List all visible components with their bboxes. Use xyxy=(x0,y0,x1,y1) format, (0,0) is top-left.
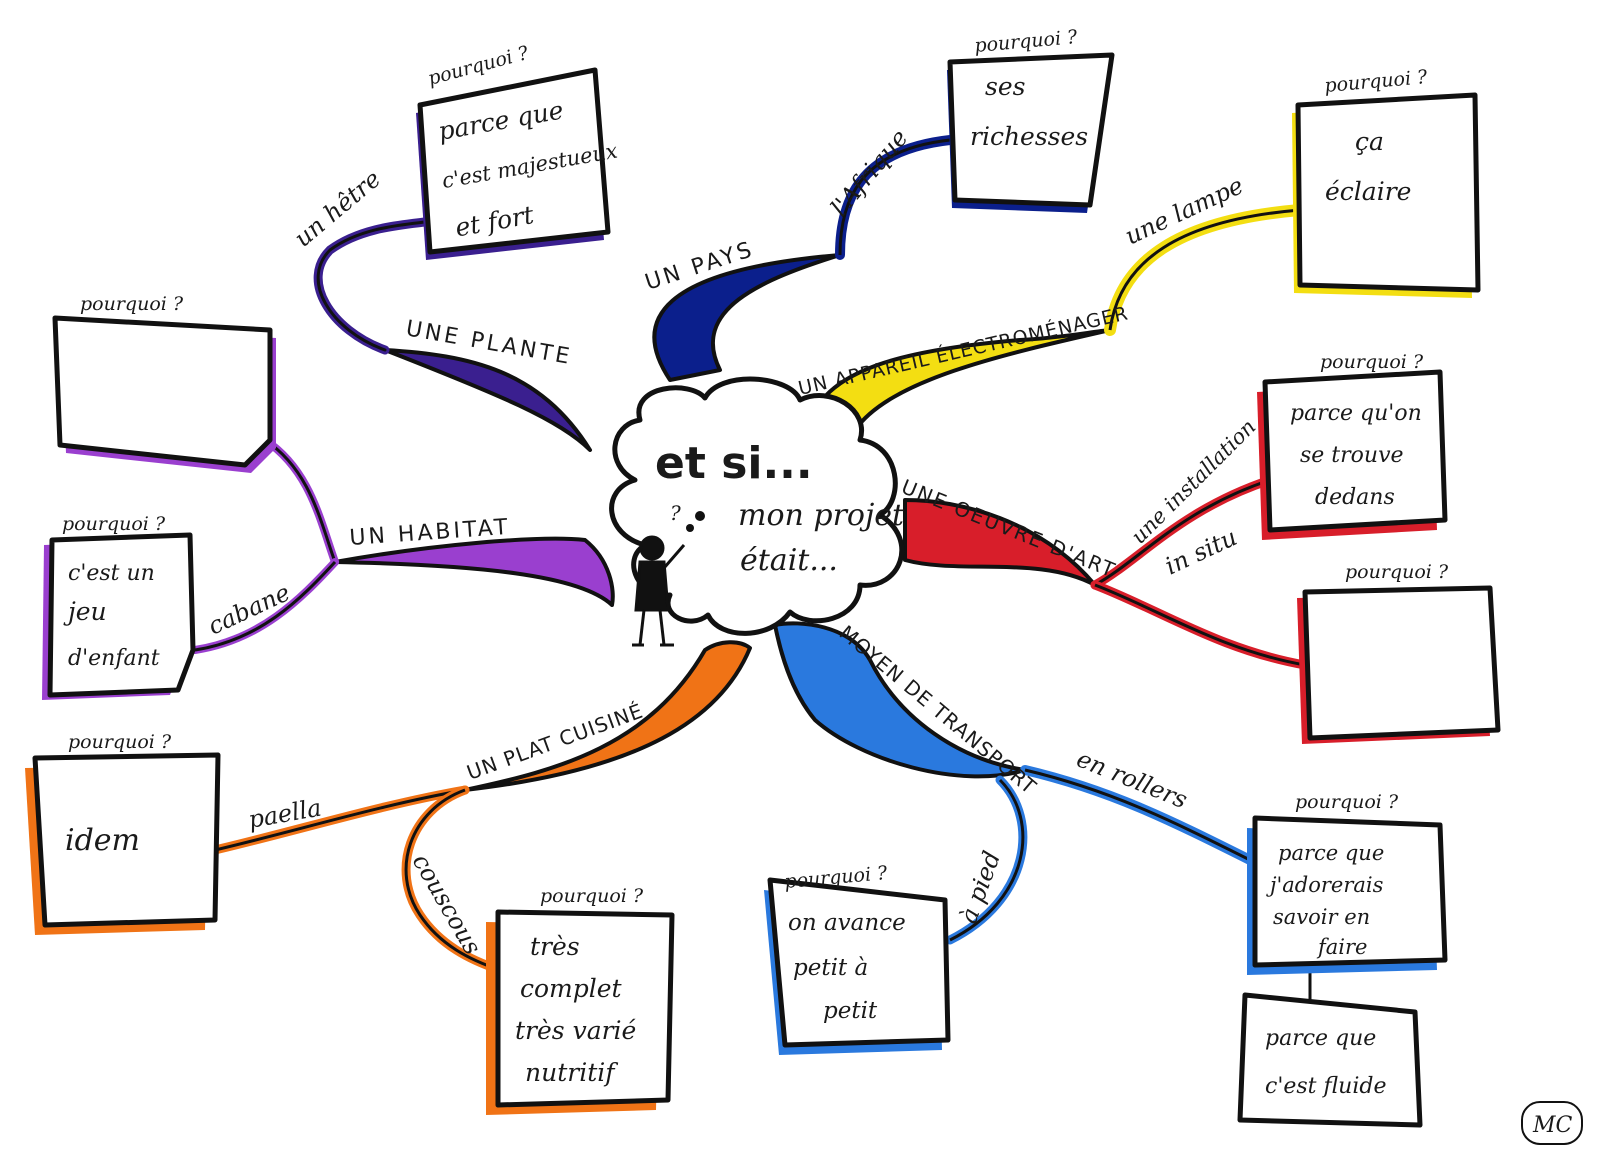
sub-label-installation: une installation xyxy=(1127,415,1261,549)
svg-text:j'adorerais: j'adorerais xyxy=(1266,873,1384,897)
why-hetre: pourquoi ? xyxy=(426,42,532,90)
box-text-paella: idem xyxy=(65,823,140,858)
box-text-afrique: ses richesses xyxy=(970,72,1088,151)
why-rollers: pourquoi ? xyxy=(1295,791,1399,813)
box-oeuvre-empty xyxy=(1297,585,1501,744)
svg-text:parce qu'on: parce qu'on xyxy=(1290,401,1422,426)
box-text-couscous: très complet très varié nutritif xyxy=(515,932,637,1087)
box-transport-fluide xyxy=(1237,992,1423,1128)
svg-text:petit à: petit à xyxy=(793,955,868,981)
svg-text:jeu: jeu xyxy=(63,597,107,626)
svg-text:éclaire: éclaire xyxy=(1325,177,1411,206)
svg-text:c'est fluide: c'est fluide xyxy=(1265,1074,1387,1099)
svg-text:nutritif: nutritif xyxy=(525,1058,618,1087)
sub-label-hetre: un hêtre xyxy=(289,165,386,253)
why-couscous: pourquoi ? xyxy=(540,885,644,907)
box-transport-pied xyxy=(764,877,951,1055)
box-appareil-lampe xyxy=(1292,92,1481,298)
signature-text: MC xyxy=(1532,1113,1573,1138)
svg-text:parce que: parce que xyxy=(1265,1026,1376,1051)
thought-dot xyxy=(686,524,694,532)
svg-text:ses: ses xyxy=(985,72,1025,101)
why-installation: pourquoi ? xyxy=(1320,351,1424,373)
why-cabane: pourquoi ? xyxy=(62,513,166,535)
box-text-installation: parce qu'on se trouve dedans xyxy=(1290,401,1422,510)
box-text-cabane: c'est un jeu d'enfant xyxy=(63,561,160,671)
center-title: et si... xyxy=(655,438,813,489)
why-lampe: pourquoi ? xyxy=(1324,66,1429,97)
why-paella: pourquoi ? xyxy=(68,731,172,753)
svg-text:petit: petit xyxy=(823,998,878,1024)
box-text-lampe: ça éclaire xyxy=(1325,127,1411,206)
svg-text:idem: idem xyxy=(65,823,140,858)
sub-label-afrique: l'Afrique xyxy=(825,124,913,222)
box-oeuvre-installation xyxy=(1257,369,1448,540)
box-plante-hetre xyxy=(416,67,611,260)
center-subtitle-line1: mon projet xyxy=(738,498,905,533)
box-habitat-cabane xyxy=(42,532,196,700)
central-cloud xyxy=(609,376,905,636)
branch-habitat-main xyxy=(333,536,615,607)
svg-text:d'enfant: d'enfant xyxy=(68,646,160,671)
center-question: ? xyxy=(670,501,681,525)
thinking-person-icon xyxy=(632,535,686,647)
box-text-rollers: parce que j'adorerais savoir en faire xyxy=(1266,841,1384,959)
box-text-pied: on avance petit à petit xyxy=(788,910,906,1024)
svg-text:complet: complet xyxy=(520,974,623,1003)
branch-plante-main xyxy=(383,348,592,452)
svg-text:richesses: richesses xyxy=(970,122,1088,151)
svg-text:savoir en: savoir en xyxy=(1273,905,1370,929)
branch-appareil-label: UN APPAREIL ÉLECTROMÉNAGER xyxy=(796,301,1131,399)
connector-habitat-top xyxy=(261,436,339,566)
why-pied: pourquoi ? xyxy=(784,862,889,893)
svg-text:ça: ça xyxy=(1355,127,1384,156)
branch-plat-main xyxy=(463,640,752,792)
svg-text:très: très xyxy=(530,932,580,961)
svg-text:dedans: dedans xyxy=(1315,485,1395,510)
svg-text:parce que: parce que xyxy=(1278,841,1384,865)
box-plat-couscous xyxy=(486,909,675,1115)
box-transport-rollers xyxy=(1247,815,1448,975)
svg-text:très varié: très varié xyxy=(515,1016,637,1045)
box-habitat-empty xyxy=(52,315,276,473)
thought-dot xyxy=(695,511,705,521)
signature: MC xyxy=(1521,1101,1583,1145)
center-subtitle-line2: était... xyxy=(740,543,838,578)
box-plat-paella xyxy=(25,752,221,935)
sub-label-pied: à pied xyxy=(954,847,1006,927)
why-habitat-top: pourquoi ? xyxy=(80,293,184,315)
why-oeuvre-empty: pourquoi ? xyxy=(1345,561,1449,583)
why-afrique: pourquoi ? xyxy=(974,26,1079,57)
svg-text:on avance: on avance xyxy=(788,910,906,936)
box-text-fluide: parce que c'est fluide xyxy=(1265,1026,1387,1099)
svg-text:c'est un: c'est un xyxy=(68,561,155,586)
svg-text:faire: faire xyxy=(1316,935,1367,959)
svg-text:se trouve: se trouve xyxy=(1300,443,1404,468)
box-pays-afrique xyxy=(947,52,1115,213)
